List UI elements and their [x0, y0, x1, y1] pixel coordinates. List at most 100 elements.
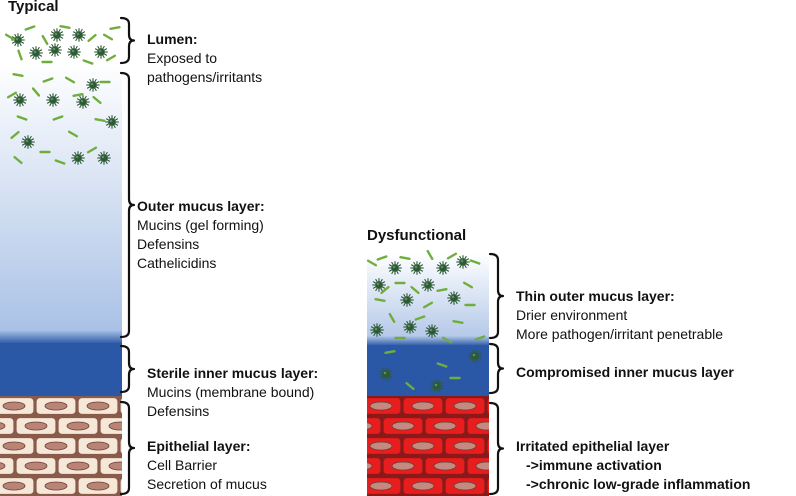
dysfunctional-bacterium — [441, 336, 453, 344]
dysfunctional-bacterium — [388, 312, 396, 324]
dysfunctional-bacterium — [380, 285, 390, 295]
typical-bacterium — [52, 115, 64, 121]
typical-outer-line: Mucins (gel forming) — [137, 217, 264, 233]
typical-column — [0, 25, 173, 496]
dysfunctional-bacterium — [452, 320, 464, 324]
dysfunctional-epithelial-line: ->chronic low-grade inflammation — [526, 476, 751, 492]
typical-epithelial-line: Cell Barrier — [147, 457, 218, 473]
dysfunctional-virus — [410, 261, 424, 275]
dysfunctional-bacterium — [436, 288, 448, 292]
typical-virus — [13, 93, 27, 107]
dysfunctional-virus — [372, 278, 386, 292]
typical-bacterium — [102, 33, 114, 41]
typical-epithelial-heading: Epithelial layer: — [147, 438, 251, 454]
dysfunctional-virus — [468, 349, 482, 363]
dysfunctional-bacterium — [426, 249, 434, 261]
typical-transition-band — [0, 330, 122, 344]
typical-epithelial-label: Epithelial layer: Cell Barrier Secretion… — [147, 437, 267, 494]
typical-cell-nucleus — [108, 461, 122, 471]
dysfunctional-epithelial-brace — [488, 401, 505, 496]
typical-cell-nucleus — [0, 422, 6, 430]
typical-outer-line: Cathelicidins — [137, 255, 217, 271]
dysfunctional-cell-nucleus — [475, 421, 489, 431]
typical-virus — [97, 151, 111, 165]
typical-bacterium — [12, 73, 24, 77]
dysfunctional-outer-label: Thin outer mucus layer: Drier environmen… — [516, 287, 723, 344]
typical-cell-nucleus — [86, 401, 110, 411]
dysfunctional-outer-line: More pathogen/irritant penetrable — [516, 326, 724, 342]
dysfunctional-cell — [486, 397, 489, 415]
dysfunctional-cell-nucleus — [308, 422, 330, 430]
dysfunctional-bacterium — [374, 298, 386, 302]
epithelial-brace — [119, 400, 136, 496]
dysfunctional-cell — [319, 478, 359, 495]
typical-bacterium — [42, 77, 54, 83]
typical-cell-nucleus — [86, 441, 110, 451]
dysfunctional-inner-heading: Compromised inner mucus layer — [516, 364, 734, 380]
typical-cell — [119, 477, 122, 495]
typical-epithelial-line: Secretion of mucus — [147, 476, 267, 492]
typical-title: Typical — [8, 0, 59, 15]
typical-bacterium — [4, 33, 16, 41]
dysfunctional-bacterium — [414, 315, 426, 321]
dysfunctional-cell-nucleus — [391, 421, 415, 431]
dysfunctional-cell-nucleus — [391, 461, 415, 471]
dysfunctional-cell-nucleus — [518, 422, 540, 430]
dysfunctional-cell-nucleus — [367, 422, 373, 430]
typical-cell-nucleus — [2, 441, 26, 451]
dysfunctional-cell — [367, 456, 382, 476]
dysfunctional-cell — [486, 477, 489, 495]
typical-cell — [0, 456, 15, 476]
typical-bacterium — [54, 159, 66, 165]
dysfunctional-virus — [370, 323, 384, 337]
typical-lumen-line: Exposed to — [147, 50, 218, 66]
dysfunctional-inner-brace — [488, 342, 505, 395]
dysfunctional-virus — [436, 261, 450, 275]
dysfunctional-bacterium — [422, 301, 434, 309]
dysfunctional-cell-nucleus — [453, 481, 477, 491]
typical-bacterium — [92, 95, 102, 105]
typical-cell-nucleus — [66, 421, 90, 431]
dysfunctional-bacterium — [399, 256, 411, 260]
typical-cell-nucleus — [151, 422, 173, 430]
dysfunctional-virus — [403, 320, 417, 334]
dysfunctional-bacterium — [436, 362, 448, 368]
typical-cell — [0, 416, 15, 436]
typical-virus — [29, 46, 43, 60]
dysfunctional-bacterium — [446, 252, 458, 260]
dysfunctional-bacterium — [405, 381, 415, 391]
dysfunctional-epithelial-layer — [299, 396, 549, 496]
dysfunctional-cell — [299, 458, 339, 475]
dysfunctional-outer-heading: Thin outer mucus layer: — [516, 288, 675, 304]
typical-lumen-line: pathogens/irritants — [147, 69, 263, 85]
typical-virus — [105, 115, 119, 129]
dysfunctional-bacterium — [376, 255, 388, 261]
dysfunctional-bacterium — [469, 259, 481, 265]
typical-bacterium — [94, 118, 106, 122]
typical-virus — [67, 45, 81, 59]
typical-outer-line: Defensins — [137, 236, 200, 252]
dysfunctional-cell-nucleus — [411, 441, 435, 451]
dysfunctional-bacterium — [462, 281, 474, 289]
dysfunctional-cell — [319, 438, 359, 455]
dysfunctional-cell — [367, 416, 382, 436]
typical-inner-label: Sterile inner mucus layer: Mucins (membr… — [147, 364, 318, 421]
typical-cell-nucleus — [2, 401, 26, 411]
dysfunctional-cell — [486, 437, 489, 455]
dysfunctional-microbes — [366, 249, 486, 393]
typical-cell-nucleus — [108, 421, 122, 431]
typical-bacterium — [24, 25, 36, 31]
typical-bacterium — [31, 87, 41, 97]
typical-inner-line: Defensins — [147, 403, 210, 419]
dysfunctional-column — [299, 249, 549, 496]
dysfunctional-cell-nucleus — [369, 441, 393, 451]
dysfunctional-outer-brace — [488, 252, 505, 340]
typical-inner-heading: Sterile inner mucus layer: — [147, 365, 319, 381]
dysfunctional-bacterium — [366, 259, 378, 267]
dysfunctional-bacterium — [384, 350, 396, 354]
typical-cell-nucleus — [44, 481, 68, 491]
dysfunctional-cell — [509, 418, 549, 435]
dysfunctional-virus — [400, 293, 414, 307]
dysfunctional-cell-nucleus — [328, 482, 350, 490]
